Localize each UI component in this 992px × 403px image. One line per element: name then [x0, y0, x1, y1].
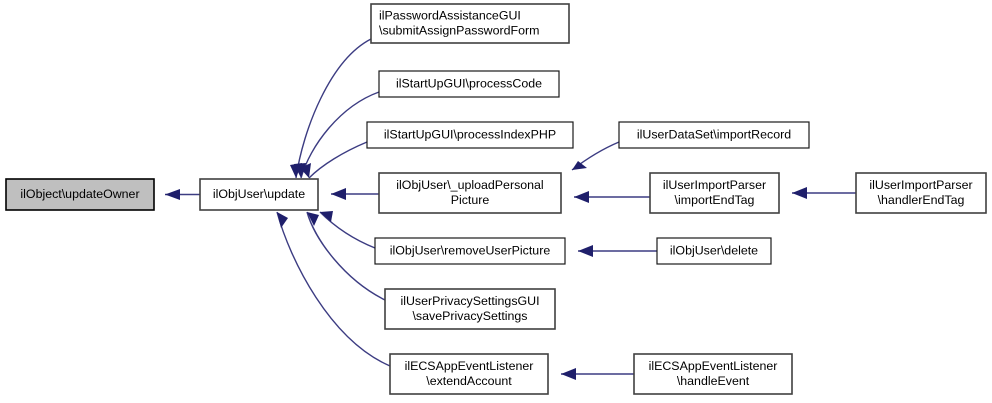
node-box[interactable]: [366, 121, 574, 149]
arrowhead-icon: [300, 163, 311, 178]
node-label: ilObjUser\_uploadPersonal: [396, 178, 543, 192]
arrowhead-icon: [165, 189, 180, 200]
edge-savePrivacySettings-to-update: [306, 211, 386, 301]
node-box[interactable]: [370, 3, 570, 44]
node-label: \savePrivacySettings: [412, 309, 527, 323]
edge-handlerEndTag-to-importEndTag: [792, 187, 856, 199]
arrowhead-icon: [307, 212, 319, 226]
node-label: \handleEvent: [677, 374, 750, 388]
node-label: ilStartUpGUI\processIndexPHP: [384, 127, 556, 141]
node-box[interactable]: [855, 172, 987, 214]
node-label: ilObjUser\update: [213, 187, 305, 201]
node-label: Picture: [451, 193, 490, 207]
arrowhead-icon: [331, 188, 346, 200]
node-processIndexPHP[interactable]: ilStartUpGUI\processIndexPHP: [366, 121, 574, 149]
node-box[interactable]: [374, 237, 566, 265]
edge-delete-to-removeUserPicture: [578, 245, 657, 257]
node-label: \handlerEndTag: [878, 193, 965, 207]
node-box[interactable]: [633, 353, 793, 395]
node-label: ilUserPrivacySettingsGUI: [400, 294, 539, 308]
arrowhead-icon: [792, 187, 807, 199]
node-label: ilUserImportParser: [869, 178, 972, 192]
node-label: \extendAccount: [426, 374, 512, 388]
node-handleEvent[interactable]: ilECSAppEventListener\handleEvent: [633, 353, 793, 395]
edge-processIndexPHP-to-update: [300, 141, 368, 179]
node-submitAssignPasswordForm[interactable]: ilPasswordAssistanceGUI\submitAssignPass…: [370, 3, 570, 44]
edge-line: [308, 141, 368, 179]
arrowhead-icon: [320, 211, 333, 222]
node-label: ilPasswordAssistanceGUI: [379, 8, 521, 22]
node-box[interactable]: [618, 121, 810, 149]
edge-handleEvent-to-extendAccount: [561, 368, 634, 380]
arrowhead-icon: [277, 212, 288, 228]
node-delete[interactable]: ilObjUser\delete: [656, 237, 772, 265]
node-savePrivacySettings[interactable]: ilUserPrivacySettingsGUI\savePrivacySett…: [384, 288, 556, 330]
edge-submitAssignPasswordForm-to-update: [290, 38, 372, 179]
edge-update-to-updateOwner: [165, 189, 200, 200]
arrowhead-icon: [572, 161, 587, 170]
nodes-layer: ilObject\updateOwner ilObjUser\update ilPa…: [5, 3, 987, 395]
edge-line: [306, 211, 386, 301]
edge-extendAccount-to-update: [276, 211, 391, 367]
node-label: ilObject\updateOwner: [20, 187, 139, 201]
node-processCode[interactable]: ilStartUpGUI\processCode: [378, 70, 560, 98]
node-updateOwner[interactable]: ilObject\updateOwner: [5, 178, 155, 211]
node-handlerEndTag[interactable]: ilUserImportParser\handlerEndTag: [855, 172, 987, 214]
node-extendAccount[interactable]: ilECSAppEventListener\extendAccount: [389, 353, 549, 395]
arrowhead-icon: [561, 368, 576, 380]
node-importRecord[interactable]: ilUserDataSet\importRecord: [618, 121, 810, 149]
node-box[interactable]: [384, 288, 556, 330]
arrowhead-icon: [574, 191, 589, 203]
arrowhead-icon: [578, 245, 593, 257]
node-label: ilStartUpGUI\processCode: [396, 76, 542, 90]
edge-removeUserPicture-to-update: [319, 211, 376, 249]
edge-importRecord-to-uploadPersonalPicture: [571, 141, 620, 171]
edge-line: [319, 211, 376, 249]
node-label: \submitAssignPasswordForm: [379, 23, 539, 37]
node-box[interactable]: [199, 178, 319, 211]
node-label: ilObjUser\removeUserPicture: [390, 243, 551, 257]
node-box[interactable]: [656, 237, 772, 265]
node-label: ilECSAppEventListener: [649, 359, 778, 373]
node-box[interactable]: [389, 353, 549, 395]
node-box[interactable]: [5, 178, 155, 211]
node-label: \importEndTag: [675, 193, 755, 207]
node-importEndTag[interactable]: ilUserImportParser\importEndTag: [649, 172, 780, 214]
node-label: ilUserDataSet\importRecord: [637, 127, 791, 141]
node-label: ilObjUser\delete: [670, 243, 758, 257]
edge-uploadPersonalPicture-to-update: [331, 188, 379, 200]
node-box[interactable]: [649, 172, 780, 214]
node-box[interactable]: [378, 70, 560, 98]
edge-line: [276, 211, 391, 367]
node-label: ilUserImportParser: [663, 178, 766, 192]
node-removeUserPicture[interactable]: ilObjUser\removeUserPicture: [374, 237, 566, 265]
edges-layer: [165, 38, 856, 380]
node-label: ilECSAppEventListener: [405, 359, 534, 373]
node-box[interactable]: [378, 172, 562, 214]
edge-importEndTag-to-uploadPersonalPicture: [574, 191, 650, 203]
node-update[interactable]: ilObjUser\update: [199, 178, 319, 211]
edge-line: [295, 38, 372, 179]
